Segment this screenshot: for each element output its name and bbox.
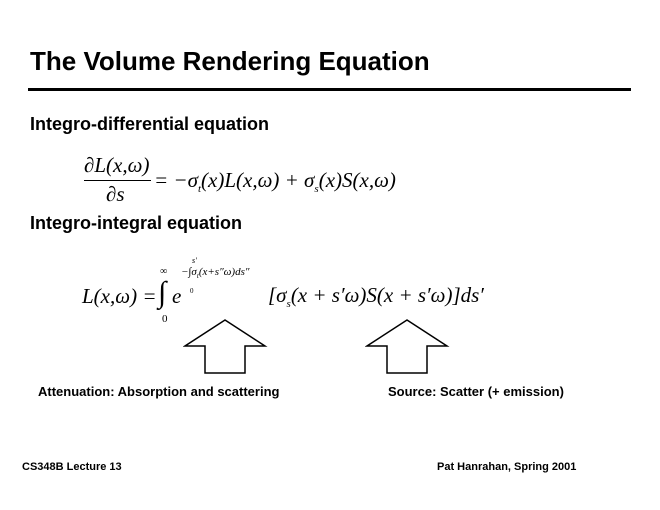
exp-sub: t (196, 272, 199, 280)
eq1-rhs: = −σt(x)L(x,ω) + σs(x)S(x,ω) (154, 168, 396, 195)
eq1-sub-s: s (314, 183, 319, 195)
caption-attenuation: Attenuation: Absorption and scattering (38, 384, 280, 399)
integral-sign: ∫ (158, 276, 167, 309)
slide-title: The Volume Rendering Equation (30, 46, 430, 76)
exp-upper: s′ (192, 256, 197, 265)
eq1-rhs-c: (x)S(x,ω) (318, 168, 396, 192)
eq1-rhs-b: (x)L(x,ω) + σ (201, 168, 315, 192)
up-arrow-icon (365, 319, 450, 374)
footer-right: Pat Hanrahan, Spring 2001 (437, 461, 577, 473)
heading-differential: Integro-differential equation (30, 114, 270, 134)
fraction-bar (84, 180, 151, 181)
bracket-sub: s (286, 298, 291, 310)
eq1-numerator: ∂L(x,ω) (84, 153, 150, 177)
footer-left: CS348B Lecture 13 (22, 461, 122, 473)
exp-base: e (172, 284, 182, 308)
integral-lower: 0 (162, 313, 168, 325)
eq2-bracket: [σs(x + s′ω)S(x + s′ω)]ds′ (268, 283, 484, 310)
bracket-b: (x + s′ω)S(x + s′ω)]ds′ (290, 283, 484, 307)
exp-main: −∫σ (181, 266, 197, 278)
eq2-lhs: L(x,ω) = (82, 284, 157, 308)
heading-integral: Integro-integral equation (30, 213, 243, 233)
exp-lower: 0 (190, 287, 194, 295)
eq1-sub-t: t (197, 183, 202, 195)
up-arrow-icon (183, 319, 268, 374)
integral-upper: ∞ (160, 266, 168, 277)
exp-rest: (x+s″ω)ds″ (198, 266, 250, 278)
title-divider (28, 88, 631, 91)
eq1-denominator: ∂s (106, 182, 125, 206)
bracket-a: [σ (268, 283, 287, 307)
exponent: −∫σt(x+s″ω)ds″ (181, 266, 249, 280)
caption-source: Source: Scatter (+ emission) (388, 384, 564, 399)
eq1-rhs-a: = −σ (154, 168, 198, 192)
